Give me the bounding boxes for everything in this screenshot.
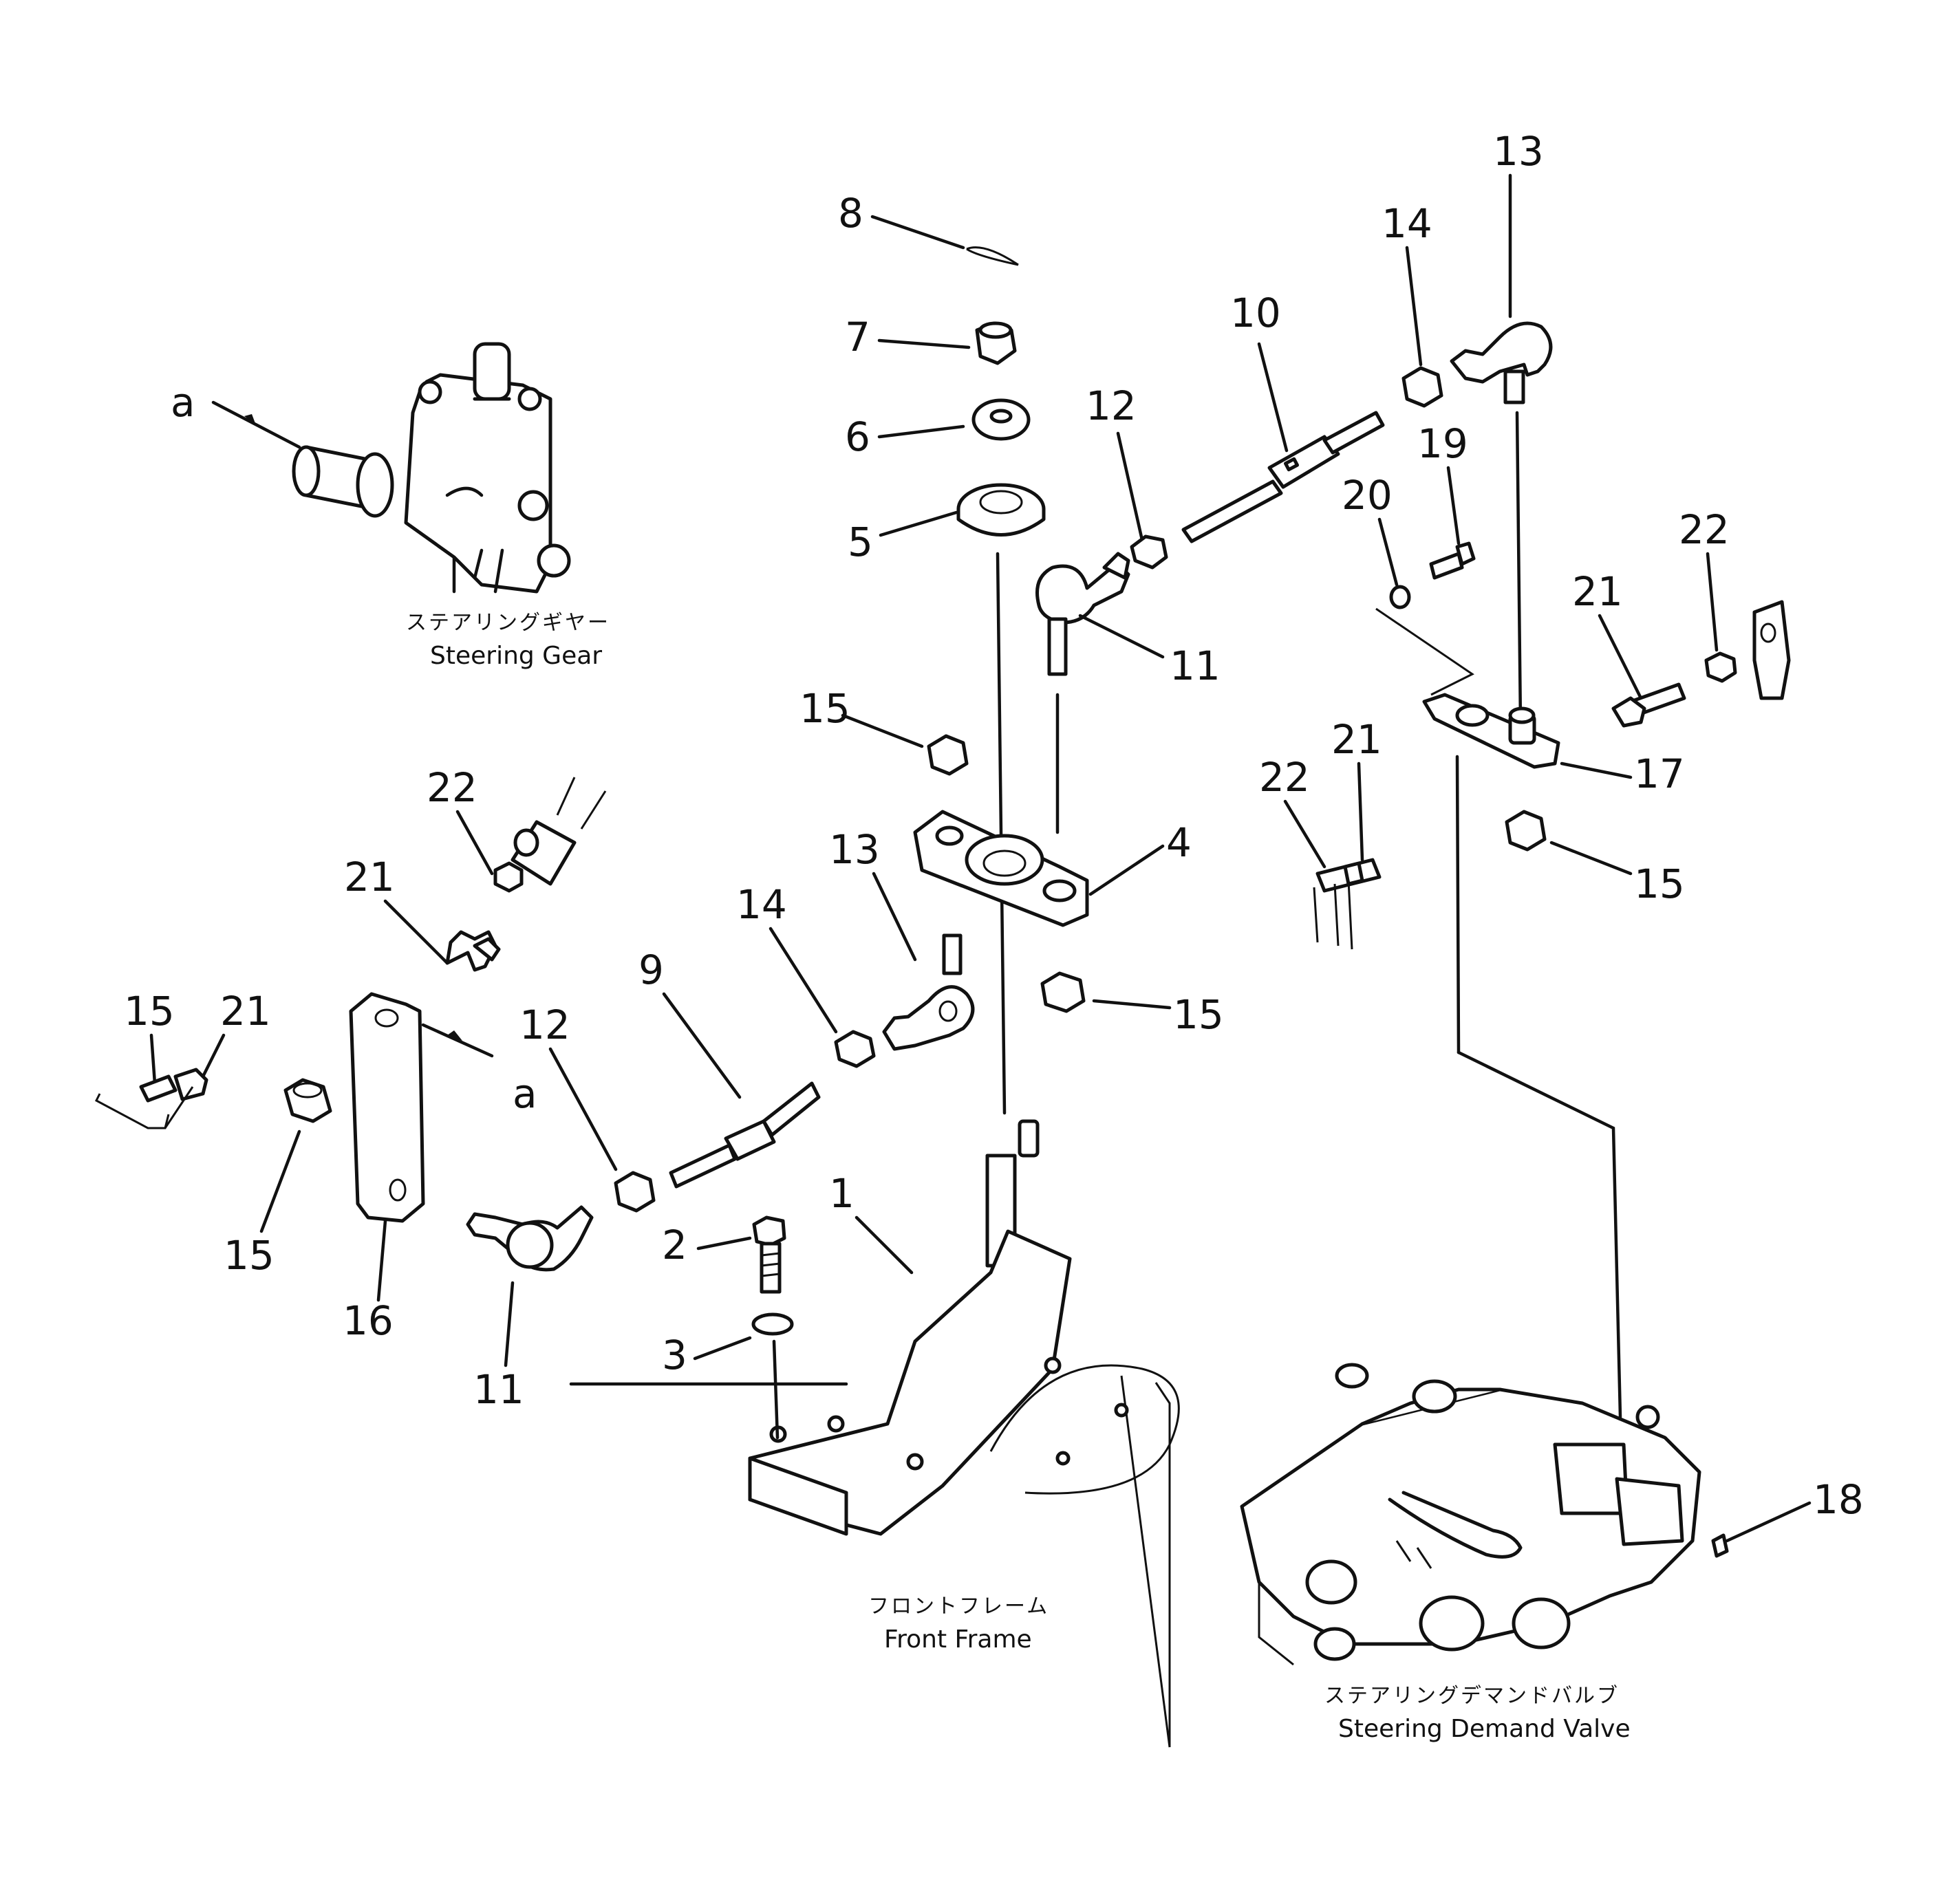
callout-11-upper: 11	[1170, 642, 1221, 689]
steering-gear-assembly	[292, 342, 571, 594]
callout-12-upper: 12	[1086, 382, 1137, 429]
front-frame-label-jp: フロントフレーム	[868, 1594, 1049, 1619]
callout-22-right: 22	[1679, 506, 1730, 553]
callout-1: 1	[829, 1170, 855, 1217]
steering-gear-label-en: Steering Gear	[430, 642, 602, 670]
callout-22-upper-left: 22	[427, 764, 477, 811]
callout-15-right-lower: 15	[1173, 991, 1224, 1038]
callout-21-mid: 21	[1331, 716, 1382, 763]
callout-a-lower: a	[513, 1070, 537, 1117]
callout-21-upper-left: 21	[344, 854, 395, 900]
callout-3: 3	[662, 1332, 687, 1378]
callout-15-right-upper: 15	[1634, 861, 1685, 907]
callout-16: 16	[343, 1297, 394, 1344]
callout-19: 19	[1417, 420, 1468, 467]
callout-22-far-left: 15	[124, 988, 175, 1035]
callout-20: 20	[1342, 472, 1393, 519]
callout-21-far-left: 21	[220, 988, 271, 1035]
front-frame-label-en: Front Frame	[884, 1625, 1032, 1654]
callout-2: 2	[662, 1222, 687, 1268]
demand-valve-label-jp: ステアリングデマンドバルブ	[1324, 1684, 1620, 1708]
callout-10: 10	[1230, 290, 1281, 336]
callout-9: 9	[638, 946, 664, 993]
callout-13-upper: 13	[1493, 128, 1544, 175]
callout-21-right: 21	[1572, 568, 1623, 615]
demand-valve-label-en: Steering Demand Valve	[1338, 1715, 1631, 1743]
callout-17: 17	[1634, 750, 1685, 797]
callout-6: 6	[845, 413, 870, 460]
callout-18: 18	[1813, 1476, 1864, 1523]
callout-22-mid: 22	[1259, 754, 1310, 801]
callout-5: 5	[848, 519, 873, 565]
callout-14-lower: 14	[736, 881, 787, 928]
callout-15-far-left: 15	[224, 1232, 275, 1279]
callout-4: 4	[1166, 819, 1192, 866]
callout-7: 7	[845, 314, 870, 360]
steering-gear-label-jp: ステアリングギヤー	[406, 611, 610, 635]
callout-13-lower: 13	[829, 826, 880, 873]
callout-a-top: a	[171, 379, 195, 426]
steering-demand-valve-assembly	[1240, 1363, 1701, 1666]
callout-14-upper: 14	[1382, 200, 1432, 247]
callout-8: 8	[838, 190, 863, 237]
callout-15-upper: 15	[799, 685, 850, 732]
callout-12-lower: 12	[519, 1002, 570, 1048]
callout-11-lower: 11	[473, 1366, 524, 1413]
